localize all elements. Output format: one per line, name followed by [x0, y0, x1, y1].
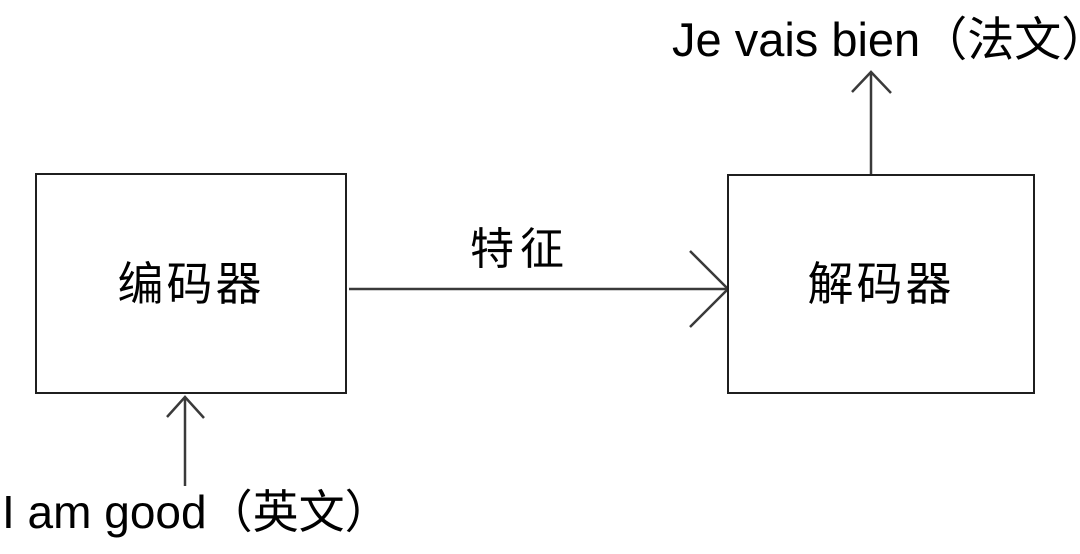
- input-text: I am good（英文）: [2, 486, 391, 538]
- output-arrow: [851, 70, 892, 174]
- input-arrow: [166, 395, 205, 486]
- decoder-label: 解码器: [807, 258, 955, 310]
- encoder-box: 编码器: [35, 173, 347, 394]
- decoder-box: 解码器: [727, 174, 1035, 394]
- feature-arrow-label: 特征: [470, 225, 570, 274]
- encoder-label: 编码器: [117, 257, 265, 310]
- output-text: Je vais bien（法文）: [672, 13, 1080, 66]
